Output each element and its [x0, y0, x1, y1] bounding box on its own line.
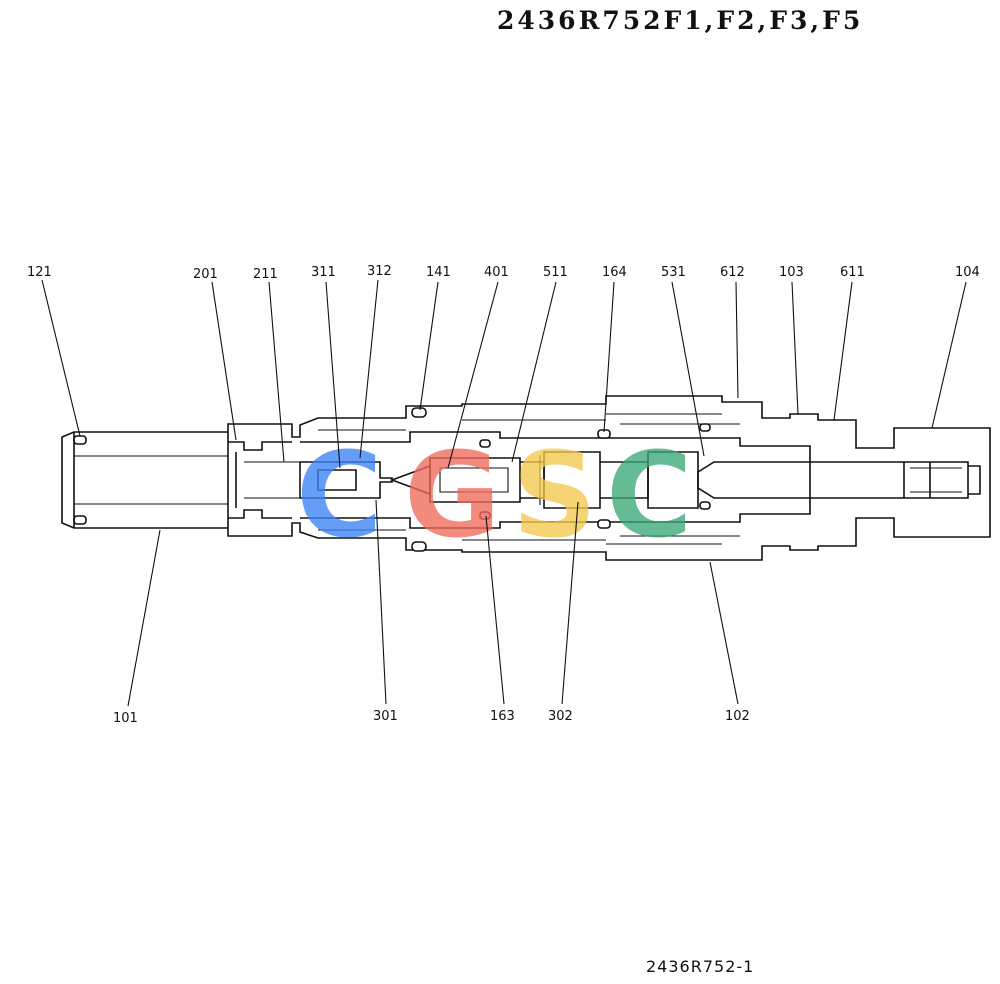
- watermark-letter: C: [296, 426, 383, 564]
- part-label-531: 531: [661, 265, 686, 280]
- o-ring: [411, 541, 427, 552]
- o-ring: [699, 501, 711, 510]
- part-label-121: 121: [27, 265, 52, 280]
- part-label-302: 302: [548, 709, 573, 724]
- part-label-511: 511: [543, 265, 568, 280]
- part-labels: 121 201 211 311 312 141 401 511 164 531 …: [27, 264, 980, 726]
- o-ring: [479, 511, 491, 520]
- part-label-401: 401: [484, 265, 509, 280]
- part-label-201: 201: [193, 267, 218, 282]
- o-ring: [411, 407, 427, 418]
- part-label-141: 141: [426, 265, 451, 280]
- part-label-311: 311: [311, 265, 336, 280]
- part-label-211: 211: [253, 267, 278, 282]
- part-label-103: 103: [779, 265, 804, 280]
- part-label-163: 163: [490, 709, 515, 724]
- part-label-101: 101: [113, 711, 138, 726]
- leader-lines: [41, 279, 967, 707]
- part-label-102: 102: [725, 709, 750, 724]
- part-label-301: 301: [373, 709, 398, 724]
- o-ring: [73, 515, 87, 525]
- part-label-611: 611: [840, 265, 865, 280]
- o-ring: [699, 423, 711, 432]
- part-label-164: 164: [602, 265, 627, 280]
- watermark: C G S C: [296, 426, 693, 564]
- part-label-612: 612: [720, 265, 745, 280]
- valve-body-outline: [61, 395, 991, 561]
- watermark-letter: C: [606, 426, 693, 564]
- part-label-312: 312: [367, 264, 392, 279]
- watermark-letter: G: [404, 426, 501, 564]
- watermark-letter: S: [512, 426, 597, 564]
- o-ring: [479, 439, 491, 448]
- o-ring: [597, 519, 611, 529]
- drawing-title: 2436R752F1,F2,F3,F5: [497, 6, 864, 35]
- o-ring: [73, 435, 87, 445]
- part-label-104: 104: [955, 265, 980, 280]
- drawing-number: 2436R752-1: [646, 957, 755, 976]
- seal-rings: [73, 407, 711, 552]
